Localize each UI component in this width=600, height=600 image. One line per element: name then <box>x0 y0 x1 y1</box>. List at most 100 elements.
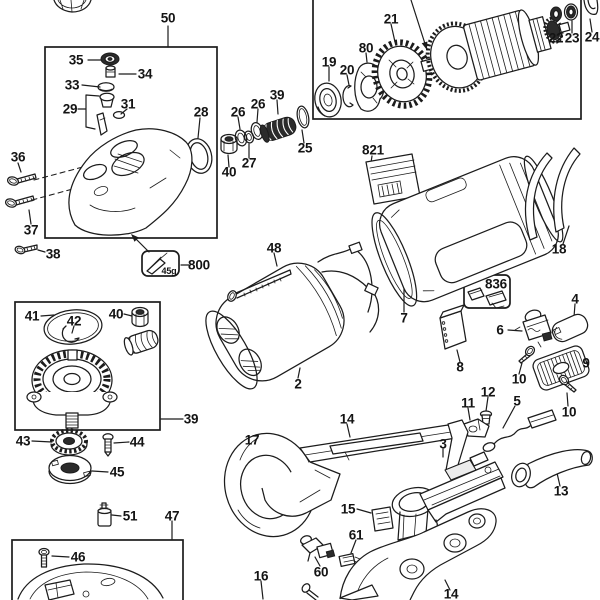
callout-5: 5 <box>513 393 521 409</box>
screw-36 <box>7 173 37 186</box>
callout-51: 51 <box>122 508 138 524</box>
part-top-disc <box>53 0 92 13</box>
part-5-lever-wire <box>482 409 557 452</box>
callout-3: 3 <box>439 436 447 452</box>
callout-10b: 10 <box>561 404 577 420</box>
callout-24: 24 <box>584 29 600 45</box>
callout-18: 18 <box>551 241 567 257</box>
callout-46: 46 <box>70 549 86 565</box>
callout-27: 27 <box>241 155 257 171</box>
callout-45: 45 <box>109 464 125 480</box>
callout-39a: 39 <box>269 87 285 103</box>
callout-11: 11 <box>461 395 475 411</box>
part-42-clip <box>61 325 80 343</box>
callout-38: 38 <box>45 246 61 262</box>
callout-44: 44 <box>129 434 145 450</box>
part-12-grommet <box>479 410 493 425</box>
callout-35: 35 <box>68 52 84 68</box>
part-14b-housing-half <box>339 508 497 600</box>
callout-48: 48 <box>266 240 282 256</box>
part-35-bearing <box>100 52 120 66</box>
part-34-plug <box>105 65 116 78</box>
callout-61: 61 <box>348 527 364 543</box>
group-boxes <box>11 0 582 600</box>
callout-19: 19 <box>321 54 337 70</box>
part-19-bearing <box>314 82 342 118</box>
callout-14a: 14 <box>339 411 355 427</box>
part-26a-washer <box>234 129 248 147</box>
part-4-brush-cap <box>551 313 589 343</box>
callout-15: 15 <box>340 501 356 517</box>
part-41-o-ring <box>43 309 103 345</box>
callout-40a: 40 <box>221 164 237 180</box>
part-27-ring <box>243 130 255 144</box>
part-39a-worm-gear <box>259 116 297 143</box>
callout-800: 800 <box>188 257 210 273</box>
part-6-brush-holder <box>514 309 553 348</box>
callout-4: 4 <box>571 291 579 307</box>
part-22-washer <box>550 6 562 22</box>
callout-50: 50 <box>160 10 176 26</box>
callout-7: 7 <box>400 310 408 326</box>
callout-836: 836 <box>485 276 507 292</box>
callout-13: 13 <box>553 483 569 499</box>
callout-25: 25 <box>297 140 313 156</box>
callout-22: 22 <box>548 30 564 46</box>
part-39-worm-gear <box>123 329 159 356</box>
part-gear-housing <box>68 128 193 236</box>
part-31-ring <box>112 110 126 120</box>
part-23-bearing <box>563 3 579 21</box>
part-60-switch-lever <box>300 535 336 562</box>
part-47-guard <box>17 563 164 600</box>
callout-33: 33 <box>64 77 80 93</box>
screw-37 <box>5 195 35 208</box>
part-45-outer-flange <box>48 454 92 485</box>
part-33-ring <box>97 82 115 92</box>
part-40a-nut <box>220 133 238 155</box>
screw-44 <box>102 433 114 457</box>
grease-tube-icon <box>146 252 168 275</box>
part-25-o-ring <box>296 105 310 129</box>
part-16-screw-partial <box>301 583 319 600</box>
callout-80: 80 <box>358 40 374 56</box>
callout-12: 12 <box>480 384 496 400</box>
part-14a-housing-half <box>223 419 469 538</box>
callout-42: 42 <box>66 313 82 329</box>
callout-36: 36 <box>10 149 26 165</box>
callout-60: 60 <box>313 564 329 580</box>
callout-29: 29 <box>62 101 78 117</box>
callout-20: 20 <box>339 62 355 78</box>
part-80-baffle <box>354 62 385 112</box>
part-3-switch-assembly <box>391 451 506 546</box>
part-18-bands <box>524 147 581 241</box>
callout-26a: 26 <box>230 104 246 120</box>
part-15-tag <box>371 506 394 532</box>
screw-46 <box>38 547 50 568</box>
part-43-flange <box>50 428 88 456</box>
callout-17: 17 <box>244 432 260 448</box>
part-51-lock-button <box>97 502 112 527</box>
callout-6: 6 <box>496 322 504 338</box>
callout-2: 2 <box>294 376 302 392</box>
callout-34: 34 <box>137 66 153 82</box>
part-40b-nut <box>131 306 149 328</box>
callout-37: 37 <box>23 222 39 238</box>
callout-26b: 26 <box>250 96 266 112</box>
part-836-brush-clips <box>467 287 507 309</box>
callout-8: 8 <box>456 359 464 375</box>
part-24-wave-ring <box>583 0 599 16</box>
callout-47: 47 <box>164 508 180 524</box>
part-29-valve-set <box>96 92 115 136</box>
callout-821: 821 <box>362 142 384 158</box>
part-20-circlip <box>342 85 354 108</box>
screw-10a <box>518 345 536 364</box>
part-61-connector <box>338 553 361 567</box>
callout-21: 21 <box>383 11 399 27</box>
part-13-side-handle <box>511 449 593 489</box>
part-7-motor-housing <box>371 155 564 307</box>
part-crown-gear <box>26 349 118 429</box>
part-armature <box>420 9 571 93</box>
screw-48 <box>227 269 292 302</box>
